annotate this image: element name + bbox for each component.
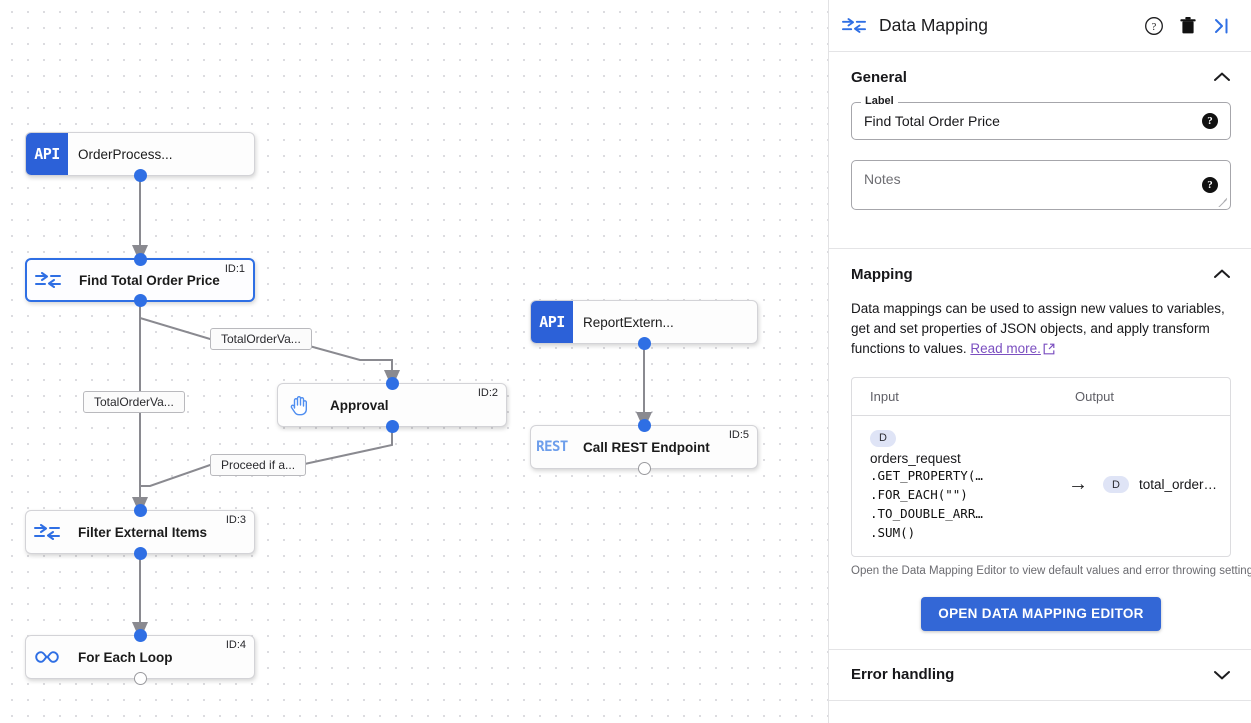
- mapping-hint: Open the Data Mapping Editor to view def…: [851, 564, 1251, 577]
- section-general: General Label Find Total Order Price ? N…: [829, 52, 1251, 249]
- flow-node-label: For Each Loop: [78, 649, 173, 665]
- node-input-port[interactable]: [133, 253, 147, 266]
- section-mapping-body: Data mappings can be used to assign new …: [829, 299, 1251, 649]
- flow-edges: [132, 176, 652, 640]
- section-mapping: Mapping Data mappings can be used to ass…: [829, 249, 1251, 650]
- hand-icon: [278, 384, 320, 426]
- flow-node-orderprocess[interactable]: API OrderProcess...: [25, 132, 255, 182]
- node-output-port[interactable]: [637, 337, 651, 350]
- rest-badge-icon: REST: [536, 439, 568, 455]
- node-output-port[interactable]: [133, 169, 147, 182]
- section-title: Error handling: [851, 666, 955, 683]
- section-error-handling: Error handling: [829, 650, 1251, 701]
- flow-node-label: Filter External Items: [78, 524, 208, 540]
- node-output-port[interactable]: [133, 547, 147, 560]
- collapse-panel-icon[interactable]: [1207, 11, 1237, 41]
- chevron-up-icon[interactable]: [1213, 265, 1231, 283]
- mapping-output-cell: D total_order…: [1099, 476, 1230, 494]
- infinity-icon: [26, 636, 68, 678]
- mapping-description-text: Data mappings can be used to assign new …: [851, 301, 1225, 356]
- mapping-input-cell: D orders_request .GET_PROPERTY(… .FOR_EA…: [852, 428, 1057, 542]
- data-mapping-icon: [27, 260, 69, 300]
- panel-title: Data Mapping: [879, 15, 988, 35]
- node-input-port[interactable]: [133, 629, 147, 642]
- edge-label[interactable]: TotalOrderVa...: [83, 391, 185, 413]
- input-variable-name: orders_request: [870, 450, 961, 466]
- mapping-table-header: Input Output: [852, 378, 1230, 416]
- input-transform-line: .SUM(): [870, 524, 916, 540]
- column-header-input: Input: [870, 389, 899, 404]
- input-transform-line: .FOR_EACH(""): [870, 486, 968, 502]
- mapping-actions: OPEN DATA MAPPING EDITOR: [851, 596, 1231, 631]
- flow-node-id: ID:3: [225, 514, 246, 526]
- mapping-table: Input Output D orders_request .GET_PROPE…: [851, 377, 1231, 557]
- node-input-port[interactable]: [385, 377, 399, 390]
- node-output-port[interactable]: [133, 672, 147, 685]
- section-general-header[interactable]: General: [829, 52, 1251, 102]
- flow-node-label: Find Total Order Price: [79, 272, 220, 288]
- panel-header: Data Mapping ?: [829, 0, 1251, 52]
- flow-node-label: ReportExtern...: [583, 314, 674, 330]
- svg-text:?: ?: [1152, 22, 1157, 33]
- column-header-output: Output: [1075, 389, 1115, 404]
- input-type-chip: D: [870, 429, 896, 447]
- output-type-chip: D: [1103, 476, 1129, 494]
- api-badge-icon: API: [531, 301, 573, 343]
- flow-canvas[interactable]: API OrderProcess... Find Total Order Pri…: [0, 0, 828, 723]
- label-help-icon[interactable]: ?: [1202, 113, 1218, 129]
- arrow-right-icon: →: [1068, 473, 1088, 496]
- node-output-port[interactable]: [637, 462, 651, 475]
- data-mapping-icon: [841, 18, 867, 33]
- flow-node-reportextern[interactable]: API ReportExtern...: [530, 300, 758, 350]
- flow-node-label: Call REST Endpoint: [583, 439, 710, 455]
- section-mapping-header[interactable]: Mapping: [829, 249, 1251, 299]
- flow-node-find-total-order-price[interactable]: Find Total Order Price ID:1: [25, 253, 255, 307]
- flow-node-id: ID:5: [728, 429, 749, 441]
- properties-panel: Data Mapping ?: [828, 0, 1251, 723]
- node-output-port[interactable]: [133, 294, 147, 307]
- mapping-table-row[interactable]: D orders_request .GET_PROPERTY(… .FOR_EA…: [852, 416, 1230, 556]
- edge-label[interactable]: Proceed if a...: [210, 454, 307, 476]
- output-variable-name: total_order…: [1139, 477, 1218, 493]
- edge-label[interactable]: TotalOrderVa...: [210, 328, 312, 350]
- flow-node-label: Approval: [330, 397, 389, 413]
- notes-field[interactable]: Notes ?: [851, 160, 1231, 210]
- label-field-value: Find Total Order Price: [864, 113, 1000, 129]
- trash-icon[interactable]: [1173, 11, 1203, 41]
- help-circle-icon[interactable]: ?: [1139, 11, 1169, 41]
- flow-node-label: OrderProcess...: [78, 146, 173, 162]
- section-error-handling-header[interactable]: Error handling: [829, 650, 1251, 700]
- node-input-port[interactable]: [133, 504, 147, 517]
- section-title: Mapping: [851, 265, 913, 283]
- external-link-icon[interactable]: [1043, 341, 1055, 361]
- section-general-body: Label Find Total Order Price ? Notes ?: [829, 95, 1251, 248]
- flow-node-id: ID:2: [477, 387, 498, 399]
- open-data-mapping-editor-button[interactable]: OPEN DATA MAPPING EDITOR: [921, 596, 1161, 631]
- api-badge-icon: API: [26, 133, 68, 175]
- flow-node-id: ID:4: [225, 639, 246, 651]
- notes-resize-handle[interactable]: [1217, 197, 1227, 207]
- data-mapping-icon: [26, 511, 68, 553]
- read-more-link[interactable]: Read more.: [970, 341, 1041, 356]
- label-field-legend: Label: [861, 95, 898, 107]
- flow-node-call-rest-endpoint[interactable]: REST Call REST Endpoint ID:5: [530, 419, 758, 475]
- chevron-up-icon[interactable]: [1213, 68, 1231, 86]
- notes-help-icon[interactable]: ?: [1202, 177, 1218, 193]
- flow-node-approval[interactable]: Approval ID:2: [277, 377, 507, 433]
- input-transform-line: .GET_PROPERTY(…: [870, 467, 983, 483]
- node-output-port[interactable]: [385, 420, 399, 433]
- notes-field-placeholder: Notes: [864, 171, 901, 187]
- label-field[interactable]: Label Find Total Order Price ?: [851, 95, 1231, 140]
- section-title: General: [851, 68, 907, 86]
- input-transform-line: .TO_DOUBLE_ARR…: [870, 505, 983, 521]
- flow-node-filter-external-items[interactable]: Filter External Items ID:3: [25, 504, 255, 560]
- node-input-port[interactable]: [637, 419, 651, 432]
- flow-node-id: ID:1: [224, 263, 245, 275]
- flow-node-for-each-loop[interactable]: For Each Loop ID:4: [25, 629, 255, 685]
- chevron-down-icon[interactable]: [1213, 666, 1231, 684]
- mapping-description: Data mappings can be used to assign new …: [851, 299, 1231, 361]
